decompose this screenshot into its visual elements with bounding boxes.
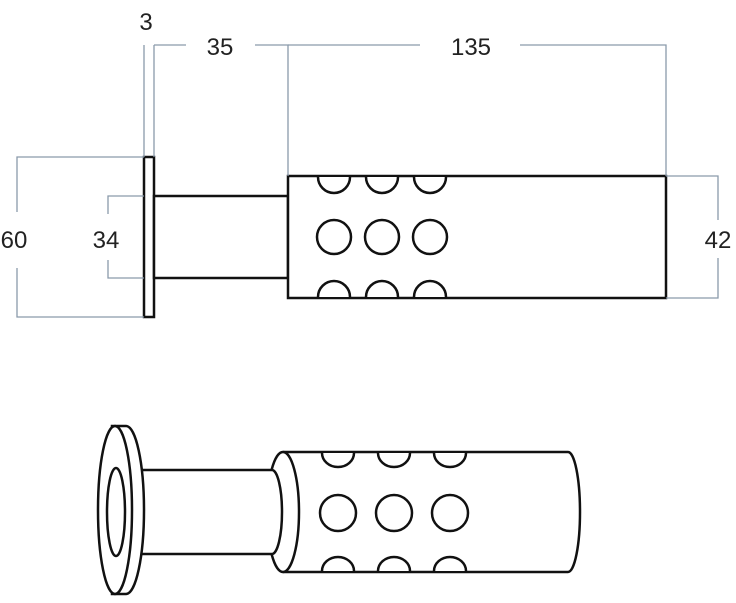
hole [430,493,470,533]
holes-side [315,176,449,298]
hole [376,452,412,469]
hole [412,279,448,298]
side-view [142,155,668,319]
hole [315,218,353,256]
dim-body-length: 135 [451,34,491,61]
stem-side [152,194,290,280]
hole [432,452,468,469]
hole [320,555,356,572]
hole [320,452,356,469]
dim-body-diameter: 42 [705,227,732,254]
stem-iso [128,468,284,556]
flange-bore-iso [105,466,127,558]
dim-flange-diameter: 60 [1,227,28,254]
dim-flange-thickness: 3 [139,9,152,36]
hole [364,279,400,298]
holes-iso [318,452,470,572]
hole [374,493,414,533]
hole [318,493,358,533]
hole [376,555,412,572]
hole [411,218,449,256]
dim-stem-length: 35 [207,34,234,61]
hole [363,218,401,256]
hole [364,176,400,195]
hole [432,555,468,572]
flange-side [142,155,156,319]
hole [412,176,448,195]
dimension-lines [16,44,719,318]
hole [316,279,352,298]
dim-stem-diameter: 34 [93,227,120,254]
hole [316,176,352,195]
isometric-view [96,424,582,596]
